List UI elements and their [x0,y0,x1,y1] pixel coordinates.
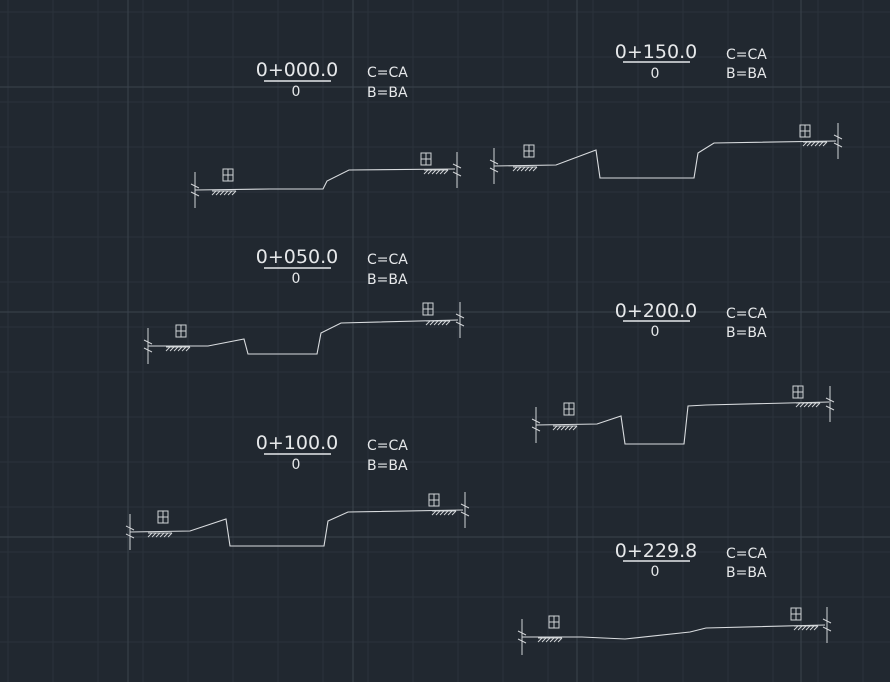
cross-section-3: 0+150.0 0 C=CA B=BA [489,41,843,184]
annotation-c: C=CA [726,47,767,63]
section-elevation-label: 0 [651,564,660,580]
field-symbol-icon [428,493,440,507]
section-edge-icon [822,607,832,643]
ground-hatch-icon [211,190,237,196]
ground-profile [194,168,456,191]
section-edge-icon [517,619,527,655]
ground-hatch-icon [423,169,449,175]
annotation-b: B=BA [367,85,408,101]
section-chainage-label: 0+000.0 [256,59,338,81]
field-symbol-icon [563,402,575,416]
ground-hatch-icon [147,532,173,538]
ground-profile [129,509,464,547]
annotation-c: C=CA [367,65,408,81]
section-chainage-label: 0+050.0 [256,246,338,268]
field-symbol-icon [420,152,432,166]
ground-hatch-icon [552,425,578,431]
annotation-b: B=BA [367,272,408,288]
section-edge-icon [825,386,835,422]
field-symbol-icon [222,168,234,182]
section-edge-icon [125,514,135,550]
section-edge-icon [143,328,153,364]
ground-profile [148,319,459,355]
field-symbol-icon [523,144,535,158]
annotation-b: B=BA [726,325,767,341]
section-elevation-label: 0 [651,66,660,82]
section-elevation-label: 0 [651,324,660,340]
annotation-b: B=BA [367,458,408,474]
annotation-c: C=CA [367,252,408,268]
annotation-c: C=CA [726,306,767,322]
field-symbol-icon [799,124,811,138]
annotation-c: C=CA [367,438,408,454]
field-symbol-icon [422,302,434,316]
section-edge-icon [460,492,470,528]
section-chainage-label: 0+150.0 [615,41,697,63]
section-chainage-label: 0+229.8 [615,540,697,562]
section-edge-icon [452,152,462,188]
ground-hatch-icon [795,402,821,408]
cross-section-4: 0+200.0 0 C=CA B=BA [531,300,835,445]
ground-profile [535,401,830,445]
ground-hatch-icon [793,625,819,631]
section-chainage-label: 0+200.0 [615,300,697,322]
ground-hatch-icon [537,637,563,643]
section-elevation-label: 0 [292,457,301,473]
ground-profile [522,624,826,640]
field-symbol-icon [792,385,804,399]
ground-hatch-icon [512,166,538,172]
section-elevation-label: 0 [292,84,301,100]
ground-hatch-icon [165,346,191,352]
annotation-b: B=BA [726,66,767,82]
cross-section-0: 0+000.0 0 C=CA B=BA [190,59,462,208]
field-symbol-icon [175,324,187,338]
cross-section-1: 0+050.0 0 C=CA B=BA [143,246,465,364]
section-edge-icon [833,123,843,159]
section-edge-icon [489,148,499,184]
ground-hatch-icon [425,320,451,326]
annotation-c: C=CA [726,546,767,562]
section-elevation-label: 0 [292,271,301,287]
section-edge-icon [190,172,200,208]
annotation-b: B=BA [726,565,767,581]
field-symbol-icon [548,615,560,629]
section-edge-icon [455,302,465,338]
ground-profile [493,140,837,179]
field-symbol-icon [157,510,169,524]
ground-hatch-icon [431,510,457,516]
section-edge-icon [531,407,541,443]
cross-section-5: 0+229.8 0 C=CA B=BA [517,540,832,655]
section-chainage-label: 0+100.0 [256,432,338,454]
field-symbol-icon [790,607,802,621]
ground-hatch-icon [802,141,828,147]
cross-section-2: 0+100.0 0 C=CA B=BA [125,432,470,550]
